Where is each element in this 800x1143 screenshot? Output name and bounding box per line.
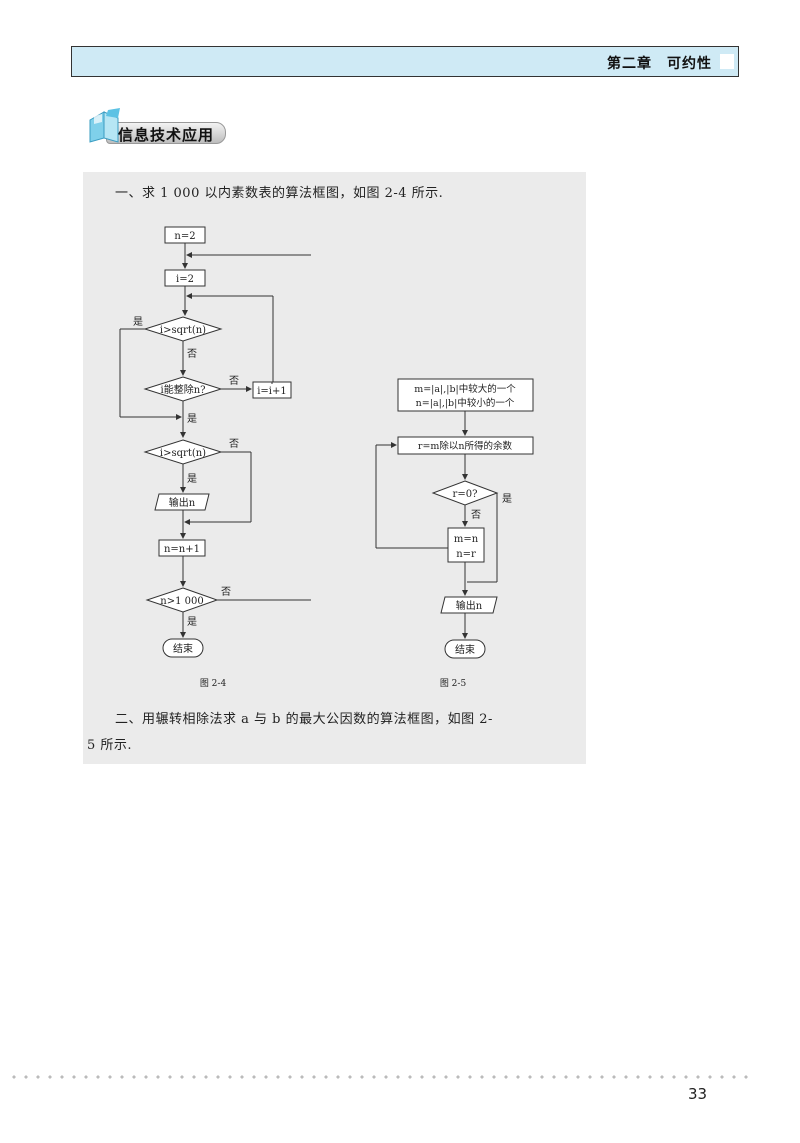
book-icon xyxy=(89,108,120,143)
algorithm-panel: 一、求 1 000 以内素数表的算法框图，如图 2-4 所示. xyxy=(83,172,586,764)
header-corner-square xyxy=(720,54,734,69)
fig25-swap-box xyxy=(447,527,485,563)
fig24-inc-i-label: i=i+1 xyxy=(257,386,287,397)
fig24-output-box xyxy=(154,493,210,511)
fig24-cond1-label: i>sqrt(n) xyxy=(160,325,206,336)
intro-paragraph-2-line2: 5 所示. xyxy=(87,738,133,753)
fig24-cond3-yes: 是 xyxy=(187,473,197,485)
fig24-n-init-label: n=2 xyxy=(174,231,195,242)
chapter-title: 第二章 可约性 xyxy=(607,56,712,72)
fig25-cond-yes: 是 xyxy=(502,493,512,505)
section-title: 信息技术应用 xyxy=(118,126,215,144)
fig24-cond1-no: 否 xyxy=(187,348,197,360)
fig25-init-line1: m=|a|,|b|中较大的一个 xyxy=(414,383,516,395)
fig25-end-terminal xyxy=(444,639,486,659)
fig25-output-box xyxy=(440,596,498,614)
fig24-cond3-no: 否 xyxy=(229,438,239,450)
fig24-cond2-label: i能整除n? xyxy=(161,383,206,396)
fig24-inc-n-box xyxy=(158,539,206,557)
fig24-end-label: 结束 xyxy=(173,642,193,655)
fig24-output-label: 输出n xyxy=(169,496,196,509)
fig24-cond1-yes: 是 xyxy=(133,316,143,328)
fig25-cond-no: 否 xyxy=(471,509,481,521)
fig25-swap-line2: n=r xyxy=(456,549,476,560)
fig25-output-label: 输出n xyxy=(456,599,483,612)
fig24-cond3-label: i>sqrt(n) xyxy=(160,448,206,459)
chapter-header-bar: 第二章 可约性 xyxy=(71,46,739,77)
fig25-init-line2: n=|a|,|b|中较小的一个 xyxy=(416,397,515,409)
fig24-cond2-no: 否 xyxy=(229,375,239,387)
fig24-cond2-yes: 是 xyxy=(187,413,197,425)
fig25-cond-label: r=0? xyxy=(453,489,478,500)
section-banner: 信息技术应用 xyxy=(88,108,228,146)
fig25-end-label: 结束 xyxy=(455,643,475,656)
footer-dotted-rule xyxy=(8,1075,748,1079)
fig24-cond4-label: n>1 000 xyxy=(160,596,203,607)
fig24-cond4-no: 否 xyxy=(221,586,231,598)
fig25-caption: 图 2-5 xyxy=(440,678,467,689)
intro-paragraph-1: 一、求 1 000 以内素数表的算法框图，如图 2-4 所示. xyxy=(115,186,444,201)
fig24-cond4-yes: 是 xyxy=(187,616,197,628)
page-number: 33 xyxy=(688,1085,708,1103)
fig24-end-terminal xyxy=(162,638,204,658)
fig25-init-box xyxy=(397,378,534,412)
fig24-caption: 图 2-4 xyxy=(200,678,227,689)
fig25-remainder-label: r=m除以n所得的余数 xyxy=(418,440,513,452)
fig25-swap-line1: m=n xyxy=(454,534,479,545)
fig24-i-init-label: i=2 xyxy=(176,274,194,285)
fig24-inc-n-label: n=n+1 xyxy=(164,544,200,555)
flowcharts: n=2 i=2 i>sqrt(n) 是 否 i能整除n? 否 i=i+1 是 i… xyxy=(119,226,534,689)
intro-paragraph-2-line1: 二、用辗转相除法求 a 与 b 的最大公因数的算法框图，如图 2- xyxy=(115,712,493,727)
